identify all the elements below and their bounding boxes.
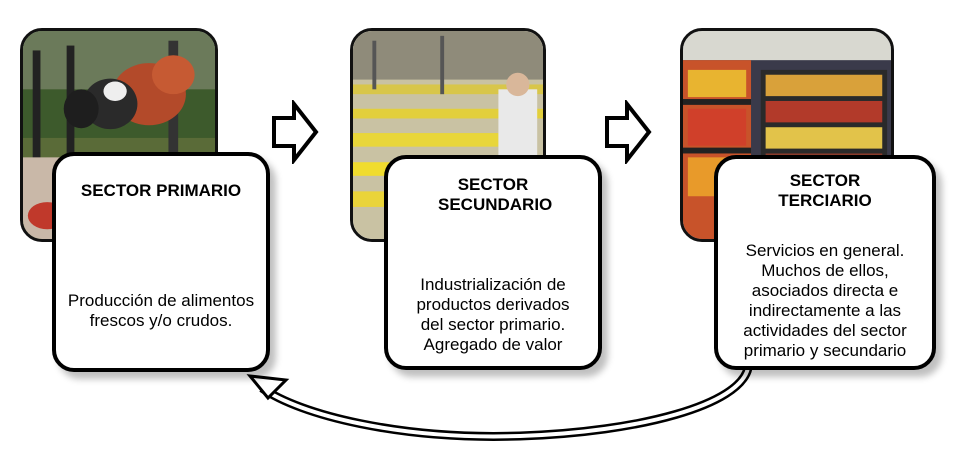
sector-card-primary: SECTOR PRIMARIO Producción de alimentos … xyxy=(52,152,270,372)
sector-description: Servicios en general. Muchos de ellos, a… xyxy=(743,241,907,360)
flow-arrow-2 xyxy=(605,100,652,164)
sector-title: SECTOR SECUNDARIO xyxy=(438,175,553,214)
sector-description: Producción de alimentos frescos y/o crud… xyxy=(67,291,255,330)
sector-card-tertiary: SECTOR TERCIARIO Servicios en general. M… xyxy=(714,155,936,370)
sector-title: SECTOR PRIMARIO xyxy=(80,181,242,200)
flow-arrow-1 xyxy=(272,100,319,164)
sector-title: SECTOR TERCIARIO xyxy=(778,171,872,210)
sector-card-secondary: SECTOR SECUNDARIO Industrialización de p… xyxy=(384,155,602,370)
sector-description: Industrialización de productos derivados… xyxy=(416,275,570,354)
